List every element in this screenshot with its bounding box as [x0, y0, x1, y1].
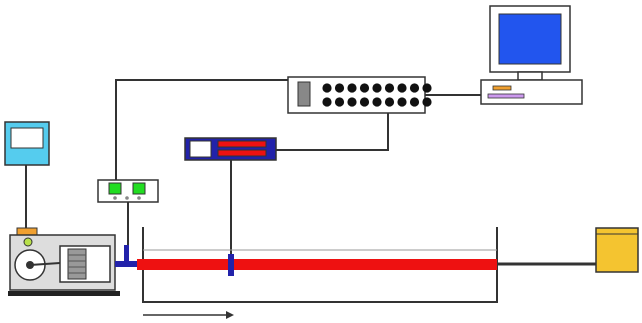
pump-red-bar-bottom: [217, 149, 267, 157]
data-logger-body: [287, 76, 426, 114]
probe-marker: [228, 254, 234, 276]
data-logger-channel: [397, 97, 407, 107]
motor-crank-rod: [29, 262, 61, 266]
piston-hatch-lines: [68, 254, 86, 274]
pump-unit: [184, 137, 277, 161]
controller-green-light-right: [132, 182, 146, 195]
computer-screen: [498, 13, 562, 65]
computer-monitor-stand: [517, 71, 543, 81]
red-rod: [137, 259, 497, 270]
data-logger-channels: [322, 83, 432, 107]
data-logger-channel: [322, 97, 332, 107]
data-logger-channel: [397, 83, 407, 93]
data-logger-channel: [384, 83, 395, 93]
computer-keyboard-strip: [487, 93, 525, 99]
motor-base: [8, 291, 120, 296]
direction-arrow: [143, 311, 234, 319]
coupling-base: [115, 261, 137, 267]
wire-pump-to-logger: [276, 112, 389, 151]
pump-red-bar-top: [217, 140, 267, 148]
data-logger-channel: [422, 97, 432, 107]
arrow-head: [226, 311, 234, 319]
data-logger-channel: [384, 97, 395, 107]
controller-knob-1: [113, 196, 117, 200]
data-logger-display: [297, 81, 311, 107]
pump-white-panel: [189, 140, 212, 158]
motor-piston-hatch: [67, 248, 87, 280]
data-logger: [287, 76, 432, 114]
monitor-small-screen: [10, 127, 44, 149]
controller-knob-3: [137, 196, 141, 200]
controller-box: [97, 179, 159, 203]
data-logger-channel: [409, 97, 420, 107]
computer-drive-slot: [492, 85, 512, 91]
data-logger-channel: [347, 83, 357, 93]
motor-indicator-light: [23, 237, 33, 247]
data-logger-channel: [347, 97, 357, 107]
data-logger-channel: [372, 97, 382, 107]
data-logger-channel: [359, 97, 370, 107]
data-logger-channel: [359, 83, 370, 93]
data-logger-channel: [334, 97, 345, 107]
weight-box: [595, 227, 639, 273]
data-logger-channel: [334, 83, 345, 93]
data-logger-channel: [422, 83, 432, 93]
data-logger-channel: [372, 83, 382, 93]
computer-base-unit: [480, 79, 583, 105]
motor-orange-cap: [16, 227, 38, 236]
data-logger-channel: [409, 83, 420, 93]
computer: [480, 5, 583, 105]
monitor-small: [4, 121, 50, 166]
controller-knob-2: [125, 196, 129, 200]
motor-drive: [8, 227, 120, 296]
controller-green-light-left: [108, 182, 122, 195]
coupling-bracket: [124, 245, 129, 267]
data-logger-channel: [322, 83, 332, 93]
weight-box-body: [595, 227, 639, 273]
coupling: [115, 245, 137, 267]
